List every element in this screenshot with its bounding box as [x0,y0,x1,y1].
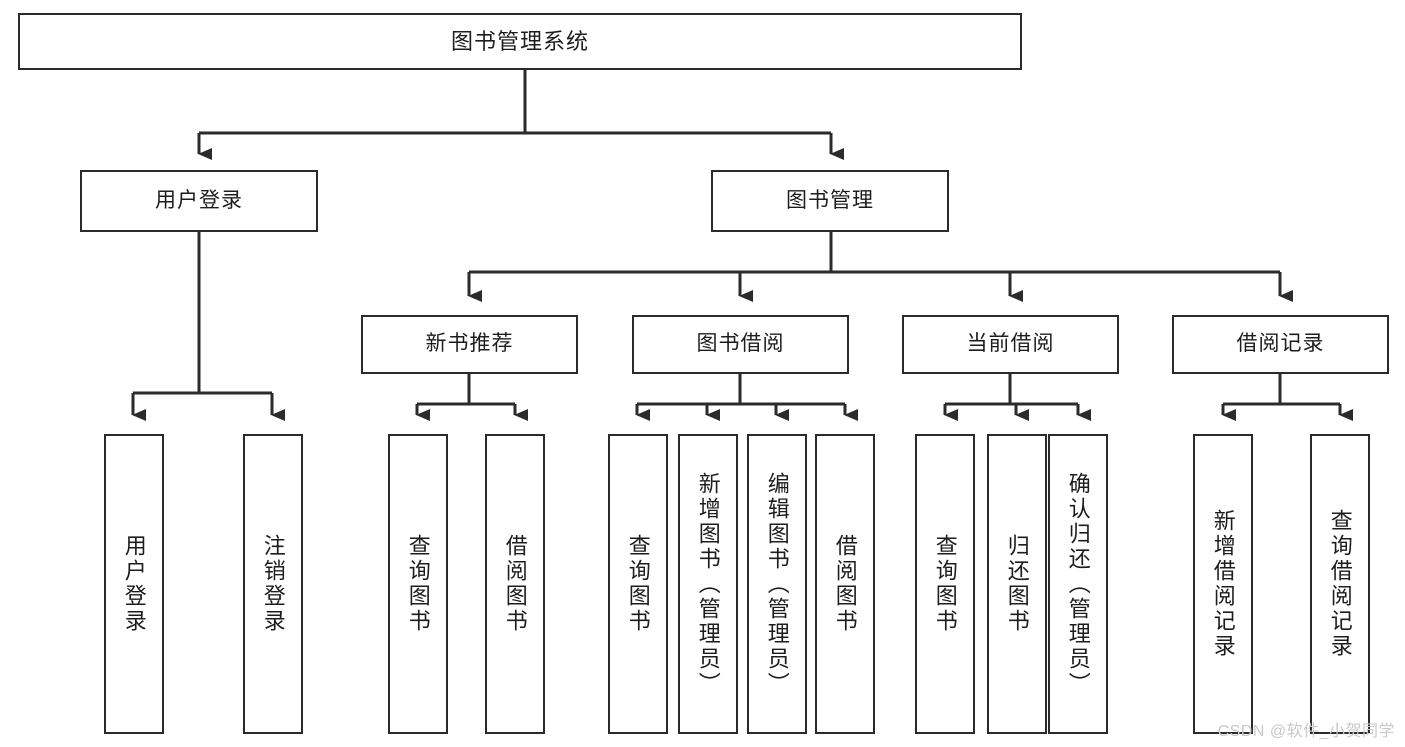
node-current-borrow[interactable]: 当前借阅 [902,315,1119,374]
node-label: 新增图书（管理员） [695,471,721,697]
node-label: 借阅图书 [502,534,528,634]
node-root[interactable]: 图书管理系统 [18,13,1022,70]
node-leaf-borrow-book-1[interactable]: 借阅图书 [485,434,545,734]
node-leaf-add-record[interactable]: 新增借阅记录 [1193,434,1253,734]
node-new-book-rec[interactable]: 新书推荐 [361,315,578,374]
node-leaf-edit-book[interactable]: 编辑图书（管理员） [747,434,807,734]
node-label: 新增借阅记录 [1210,509,1236,659]
node-label: 查询图书 [405,534,431,634]
node-label: 确认归还（管理员） [1065,471,1091,697]
node-label: 借阅图书 [832,534,858,634]
node-label: 归还图书 [1004,534,1030,634]
node-label: 当前借阅 [966,332,1055,356]
node-leaf-query-record[interactable]: 查询借阅记录 [1310,434,1370,734]
node-book-manage[interactable]: 图书管理 [711,170,949,232]
node-leaf-confirm-return[interactable]: 确认归还（管理员） [1048,434,1108,734]
node-leaf-add-book[interactable]: 新增图书（管理员） [678,434,738,734]
node-label: 查询图书 [932,534,958,634]
node-label: 图书借阅 [696,332,785,356]
node-leaf-query-book-3[interactable]: 查询图书 [915,434,975,734]
node-leaf-user-login[interactable]: 用户登录 [104,434,164,734]
node-leaf-query-book-1[interactable]: 查询图书 [388,434,448,734]
node-label: 查询借阅记录 [1327,509,1353,659]
node-borrow-record[interactable]: 借阅记录 [1172,315,1389,374]
node-label: 图书管理系统 [450,28,589,54]
node-label: 用户登录 [155,188,243,212]
node-label: 查询图书 [625,534,651,634]
node-label: 图书管理 [786,188,874,212]
node-label: 注销登录 [260,534,286,634]
node-leaf-query-book-2[interactable]: 查询图书 [608,434,668,734]
node-label: 用户登录 [121,534,147,634]
node-label: 新书推荐 [425,332,514,356]
node-user-login[interactable]: 用户登录 [80,170,318,232]
node-label: 编辑图书（管理员） [764,471,790,697]
node-leaf-borrow-book-2[interactable]: 借阅图书 [815,434,875,734]
node-leaf-return-book[interactable]: 归还图书 [987,434,1047,734]
node-book-borrow[interactable]: 图书借阅 [632,315,849,374]
node-label: 借阅记录 [1236,332,1325,356]
node-leaf-logout[interactable]: 注销登录 [243,434,303,734]
